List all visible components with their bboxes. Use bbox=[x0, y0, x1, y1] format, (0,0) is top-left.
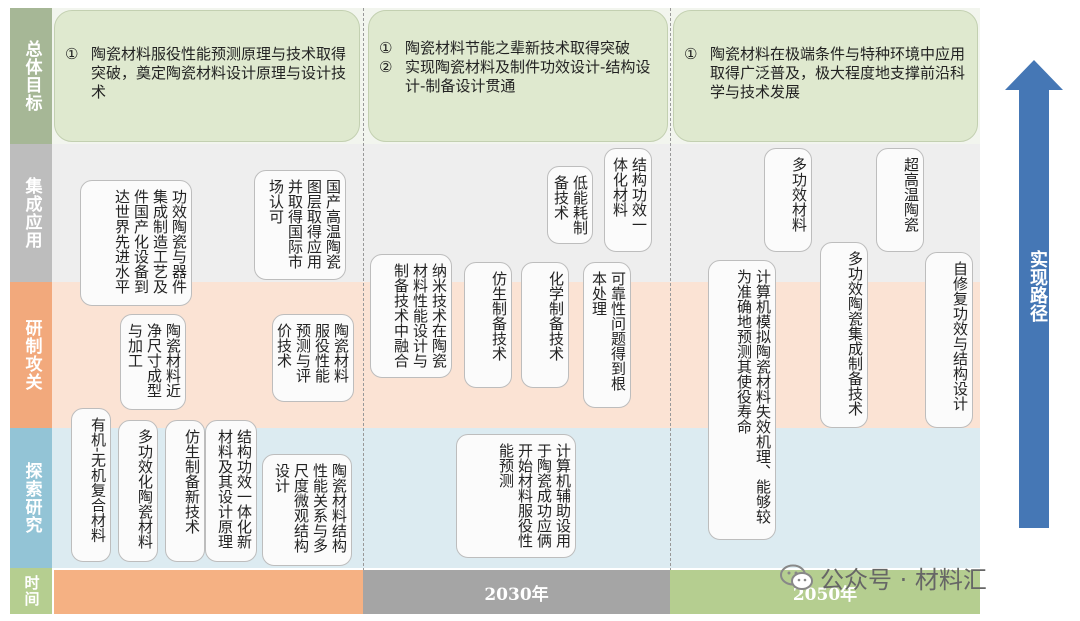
application-item: 结构功效一体化材料 bbox=[604, 148, 652, 252]
research-item: 化学制备技术 bbox=[521, 262, 569, 388]
goal-number: ① bbox=[379, 39, 393, 57]
row-label-time: 时间 bbox=[10, 568, 52, 614]
application-item: 低能耗制备技术 bbox=[547, 166, 593, 244]
arrow-label: 实现路径 bbox=[1027, 250, 1048, 322]
goal-box-3: ① 陶瓷材料在极端条件与特种环境中应用取得广泛普及，极大程度地支撑前沿科学与技术发… bbox=[673, 10, 978, 142]
goal-text: 陶瓷材料服役性能预测原理与技术取得突破，奠定陶瓷材料设计原理与设计技术 bbox=[91, 45, 347, 101]
timeline-cell-1 bbox=[54, 570, 363, 614]
goal-number: ① bbox=[684, 45, 698, 63]
row-label-exploration: 探索研究 bbox=[10, 428, 52, 568]
timeline-cell-2050: 2050年 bbox=[670, 570, 980, 614]
goal-box-1: ① 陶瓷材料服役性能预测原理与技术取得突破，奠定陶瓷材料设计原理与设计技术 bbox=[54, 10, 360, 142]
application-item: 自修复功效与结构设计 bbox=[925, 252, 973, 428]
research-item: 纳米技术在陶瓷材料性能设计与制备技术中融合 bbox=[370, 254, 452, 378]
research-item: 计算机模拟陶瓷材料失效机理、能够较为准确地预测其使役寿命 bbox=[708, 260, 776, 540]
row-label-research: 研制攻关 bbox=[10, 282, 52, 428]
research-item: 陶瓷材料近净尺寸成型与加工 bbox=[120, 314, 186, 410]
exploration-item: 结构功效一体化新材料及其设计原理 bbox=[205, 420, 257, 562]
research-item: 陶瓷材料服役性能预测与评价技术 bbox=[272, 314, 354, 402]
goal-number: ① bbox=[65, 45, 79, 63]
goal-box-2: ① 陶瓷材料节能之辈新技术取得突破 ② 实现陶瓷材料及制件功效设计-结构设计-制备设… bbox=[368, 10, 668, 142]
exploration-item: 仿生制备新技术 bbox=[165, 420, 205, 562]
timeline-cell-2030: 2030年 bbox=[363, 570, 670, 614]
research-item: 可靠性问题得到根本处理 bbox=[583, 262, 631, 408]
goal-text: 实现陶瓷材料及制件功效设计-结构设计-制备设计贯通 bbox=[405, 58, 651, 95]
application-item: 多功效材料 bbox=[764, 148, 812, 252]
application-item: 超高温陶瓷 bbox=[876, 148, 924, 252]
row-label-application: 集成应用 bbox=[10, 144, 52, 282]
application-item: 国产高温陶瓷图层取得应用并取得国际市场认可 bbox=[254, 170, 346, 280]
application-item: 多功效陶瓷集成制备技术 bbox=[820, 242, 868, 428]
row-label-goal: 总体目标 bbox=[10, 8, 52, 144]
research-item: 仿生制备技术 bbox=[464, 262, 512, 388]
column-divider bbox=[670, 8, 671, 576]
watermark: 公众号 · 材料汇 bbox=[780, 560, 987, 595]
goal-number: ② bbox=[379, 58, 393, 76]
exploration-item: 陶瓷材料结构性能关系与多尺度微观结构设计 bbox=[262, 454, 352, 566]
exploration-item: 有机-无机复合材料 bbox=[71, 408, 111, 562]
goal-text: 陶瓷材料在极端条件与特种环境中应用取得广泛普及，极大程度地支撑前沿科学与技术发展 bbox=[710, 45, 966, 101]
goal-text: 陶瓷材料节能之辈新技术取得突破 bbox=[405, 39, 631, 57]
arrow-up-icon bbox=[1005, 60, 1063, 528]
wechat-icon bbox=[780, 564, 814, 592]
watermark-text: 公众号 · 材料汇 bbox=[820, 566, 987, 594]
application-item: 功效陶瓷与器件集成制造工艺及件国产化设备到达世界先进水平 bbox=[80, 180, 192, 306]
column-divider bbox=[363, 8, 364, 576]
exploration-item: 计算机辅助设用于陶瓷成功应俩开始材料服役性能预测 bbox=[456, 434, 576, 558]
exploration-item: 多功效化陶瓷材料 bbox=[118, 420, 158, 562]
